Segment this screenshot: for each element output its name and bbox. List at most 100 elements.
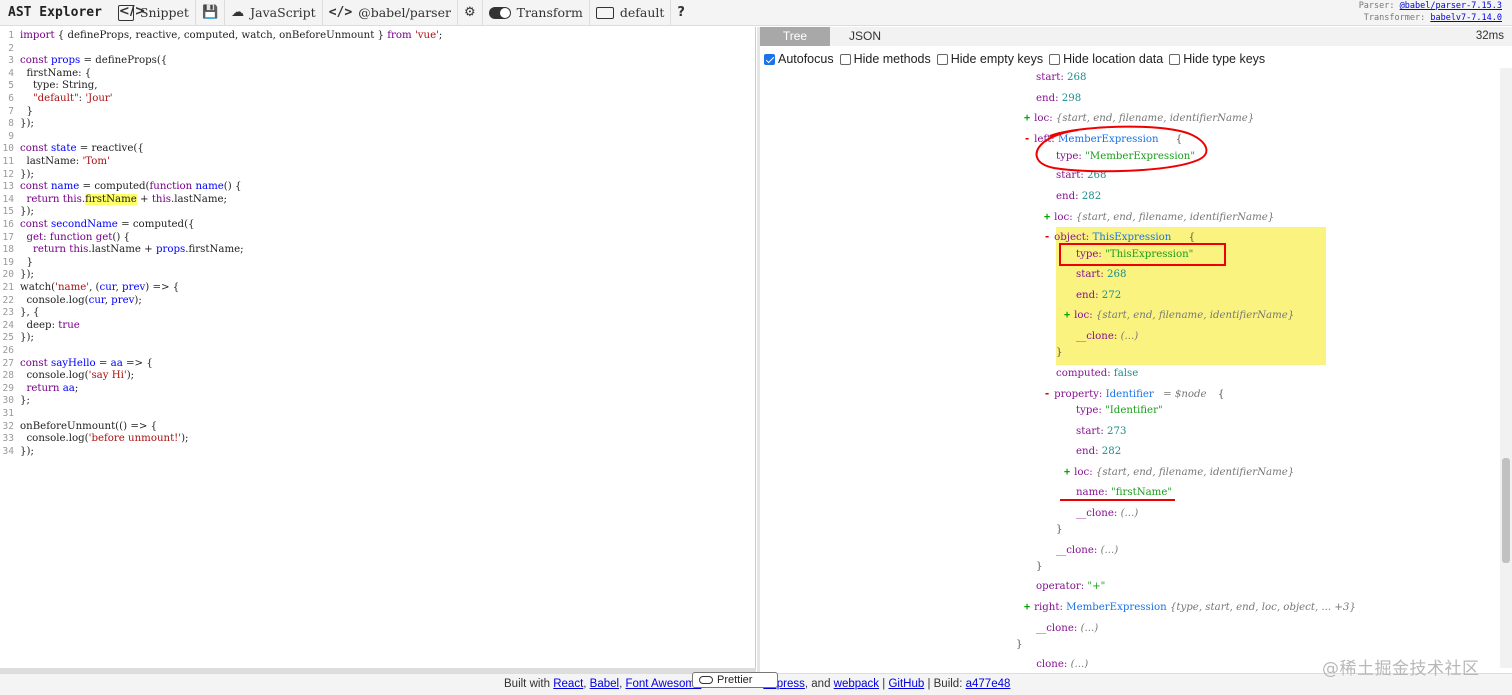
code-line[interactable]: 31 <box>0 408 20 421</box>
tree-node-collapsed[interactable]: +loc: {start, end, filename, identifierN… <box>1064 467 1295 478</box>
checkbox-icon[interactable] <box>1169 53 1181 65</box>
parser-select[interactable]: </> @babel/parser <box>321 0 457 26</box>
code-line[interactable]: 23}, { <box>0 307 40 320</box>
option-hide-type-keys[interactable]: Hide type keys <box>1169 52 1265 66</box>
code-line[interactable]: 30}; <box>0 395 30 408</box>
save-button[interactable]: 💾 <box>194 0 224 26</box>
webpack-link[interactable]: webpack <box>833 678 880 690</box>
editor-horizontal-scrollbar[interactable] <box>0 668 756 673</box>
code-line[interactable]: 19 } <box>0 257 33 270</box>
code-line[interactable]: 18 return this.lastName + props.firstNam… <box>0 244 244 257</box>
font-awesome-link[interactable]: Font Awesome <box>625 678 702 690</box>
code-line[interactable]: 7 } <box>0 106 33 119</box>
line-number: 9 <box>8 130 14 142</box>
tree-node[interactable]: __clone: (...) <box>1036 623 1099 634</box>
code-line[interactable]: 5 type: String, <box>0 80 97 93</box>
line-number: 2 <box>8 42 14 54</box>
transform-label: Transform <box>516 5 583 20</box>
code-line[interactable]: 8}); <box>0 118 34 131</box>
code-line[interactable]: 25}); <box>0 332 34 345</box>
tree-node-collapsed[interactable]: +loc: {start, end, filename, identifierN… <box>1064 310 1295 321</box>
keymap-select[interactable]: default <box>588 0 671 26</box>
build-hash-link[interactable]: a477e48 <box>965 678 1011 690</box>
code-line[interactable]: 11 lastName: 'Tom' <box>0 156 110 169</box>
keyboard-icon <box>595 6 614 19</box>
checkbox-icon[interactable] <box>764 53 775 65</box>
tree-node[interactable]: __clone: (...) <box>1026 659 1089 668</box>
settings-button[interactable]: ⚙ <box>456 0 482 26</box>
transformer-version-link[interactable]: babelv7-7.14.0 <box>1430 12 1502 23</box>
code-line[interactable]: 17 get: function get() { <box>0 232 131 245</box>
checkbox-icon[interactable] <box>839 53 851 65</box>
tab-json[interactable]: JSON <box>848 29 881 43</box>
react-link[interactable]: React <box>553 678 584 690</box>
github-link[interactable]: GitHub <box>888 678 925 690</box>
line-number: 30 <box>2 395 14 407</box>
watermark: @稀土掘金技术社区 <box>1322 659 1480 679</box>
tree-node-collapsed[interactable]: +loc: {start, end, filename, identifierN… <box>1024 113 1255 124</box>
tree-node-property[interactable]: -property: Identifier = $node { <box>1044 389 1225 400</box>
option-hide-methods[interactable]: Hide methods <box>839 52 931 66</box>
code-line[interactable]: 33 console.log('before unmount!'); <box>0 433 189 446</box>
code-line[interactable]: 34}); <box>0 446 34 459</box>
question-icon: ? <box>677 5 685 20</box>
code-line[interactable]: 4 firstName: { <box>0 68 91 81</box>
pane-resizer[interactable] <box>757 27 760 673</box>
tree-node: operator: "+" <box>1036 581 1106 592</box>
code-line[interactable]: 28 console.log('say Hi'); <box>0 370 135 383</box>
line-number: 29 <box>2 382 14 394</box>
help-button[interactable]: ? <box>670 0 691 26</box>
option-hide-location-data[interactable]: Hide location data <box>1049 52 1163 66</box>
code-line[interactable]: 26 <box>0 345 20 358</box>
code-line[interactable]: 15}); <box>0 206 34 219</box>
line-number: 15 <box>2 206 14 218</box>
tree-node[interactable]: __clone: (...) <box>1076 331 1139 342</box>
code-line[interactable]: 24 deep: true <box>0 320 80 333</box>
ast-tree[interactable]: start: 268 end: 298 +loc: {start, end, f… <box>760 68 1500 668</box>
tree-node-left[interactable]: -left: MemberExpression { <box>1024 134 1183 145</box>
code-line[interactable]: 20}); <box>0 269 34 282</box>
tree-scrollbar[interactable] <box>1500 68 1512 668</box>
option-autofocus[interactable]: Autofocus <box>764 52 834 66</box>
line-number: 23 <box>2 307 14 319</box>
code-line[interactable]: 29 return aa; <box>0 382 79 396</box>
line-number: 19 <box>2 256 14 268</box>
code-line[interactable]: 14 return this.firstName + this.lastName… <box>0 193 227 207</box>
code-line[interactable]: 2 <box>0 43 20 56</box>
transform-toggle[interactable]: Transform <box>481 0 589 26</box>
line-number: 7 <box>8 105 14 117</box>
expand-icon: + <box>1064 467 1071 478</box>
line-number: 18 <box>2 244 14 256</box>
tree-brace: } <box>1056 524 1063 535</box>
line-number: 32 <box>2 420 14 432</box>
snippet-menu[interactable]: </> Snippet <box>112 0 195 26</box>
tab-tree[interactable]: Tree <box>760 27 830 46</box>
tree-node-object[interactable]: -object: ThisExpression { <box>1044 232 1196 243</box>
tree-node[interactable]: __clone: (...) <box>1076 508 1139 519</box>
code-line[interactable]: 6 "default": 'Jour' <box>0 93 112 106</box>
tree-node-right[interactable]: +right: MemberExpression {type, start, e… <box>1024 602 1356 613</box>
checkbox-icon[interactable] <box>936 53 948 65</box>
option-hide-empty-keys[interactable]: Hide empty keys <box>936 52 1043 66</box>
code-line[interactable]: 22 console.log(cur, prev); <box>0 295 142 308</box>
scrollbar-thumb[interactable] <box>1502 458 1510 563</box>
toggle-icon <box>699 676 713 684</box>
checkbox-icon[interactable] <box>1049 53 1061 65</box>
prettier-toggle[interactable]: Prettier <box>692 672 778 688</box>
parser-version-link[interactable]: @babel/parser-7.15.3 <box>1399 1 1502 11</box>
language-select[interactable]: ☁ JavaScript <box>224 0 322 26</box>
tree-node-collapsed[interactable]: +loc: {start, end, filename, identifierN… <box>1044 212 1275 223</box>
tree-node[interactable]: __clone: (...) <box>1056 545 1119 556</box>
babel-link[interactable]: Babel <box>589 678 620 690</box>
code-line[interactable]: 12}); <box>0 169 34 182</box>
code-line[interactable]: 9 <box>0 131 20 144</box>
